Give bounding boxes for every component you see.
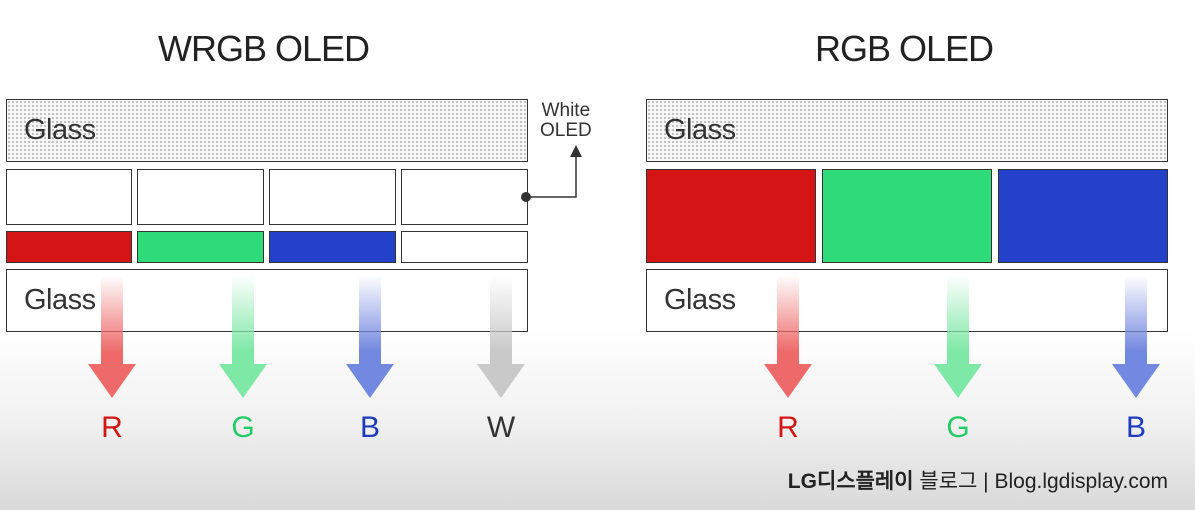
rgb-subpixel-green xyxy=(822,169,992,263)
wrgb-white-oled-cell xyxy=(269,169,396,225)
arrow-shaft xyxy=(232,275,254,365)
rgb-title: RGB OLED xyxy=(815,28,994,69)
rgb-arrow-green xyxy=(934,275,982,400)
rgb-arrow-blue xyxy=(1112,275,1160,400)
wrgb-arrow-green xyxy=(219,275,267,400)
arrow-shaft xyxy=(490,275,512,365)
rgb-top-glass-label: Glass xyxy=(664,114,736,146)
wrgb-filter-green xyxy=(137,231,264,263)
arrow-head xyxy=(934,364,982,398)
arrow-head xyxy=(1112,364,1160,398)
callout-line xyxy=(526,155,577,198)
wrgb-white-oled-cell xyxy=(6,169,132,225)
arrow-shaft xyxy=(947,275,969,365)
arrow-head xyxy=(88,364,136,398)
wrgb-white-oled-cell xyxy=(401,169,528,225)
arrow-shaft xyxy=(359,275,381,365)
rgb-top-glass: Glass xyxy=(646,99,1168,162)
wrgb-filter-blue xyxy=(269,231,396,263)
wrgb-white-oled-cell xyxy=(137,169,264,225)
wrgb-bottom-glass-label: Glass xyxy=(24,284,96,316)
rgb-channel-label-b: B xyxy=(1125,411,1146,444)
rgb-subpixel-red xyxy=(646,169,816,263)
rgb-channel-label-g: G xyxy=(946,411,970,444)
watermark-brand: LG디스플레이 xyxy=(787,470,914,493)
callout-line-2: OLED xyxy=(540,120,592,141)
arrow-shaft xyxy=(1125,275,1147,365)
arrow-head xyxy=(764,364,812,398)
watermark: LG디스플레이 블로그 | Blog.lgdisplay.com xyxy=(788,465,1168,495)
rgb-arrow-red xyxy=(764,275,812,400)
wrgb-arrow-white xyxy=(477,275,525,400)
arrow-head xyxy=(477,364,525,398)
arrow-shaft xyxy=(101,275,123,365)
callout-arrowhead xyxy=(570,145,582,157)
arrow-head xyxy=(219,364,267,398)
wrgb-filter-red xyxy=(6,231,132,263)
arrow-shaft xyxy=(777,275,799,365)
wrgb-channel-label-r: R xyxy=(101,411,123,444)
watermark-suffix: 블로그 | Blog.lgdisplay.com xyxy=(913,470,1168,493)
callout-connector xyxy=(521,145,582,202)
wrgb-top-glass-label: Glass xyxy=(24,114,96,146)
rgb-bottom-glass-label: Glass xyxy=(664,284,736,316)
rgb-subpixel-blue xyxy=(998,169,1168,263)
wrgb-bottom-glass: Glass xyxy=(6,269,528,332)
rgb-channel-label-r: R xyxy=(777,411,799,444)
wrgb-channel-label-b: B xyxy=(359,411,380,444)
wrgb-channel-label-w: W xyxy=(486,411,516,444)
wrgb-arrow-blue xyxy=(346,275,394,400)
callout-line-1: White xyxy=(541,100,591,121)
arrow-head xyxy=(346,364,394,398)
wrgb-top-glass: Glass xyxy=(6,99,528,162)
wrgb-title: WRGB OLED xyxy=(158,28,370,69)
white-oled-callout: White OLED xyxy=(540,101,592,141)
rgb-bottom-glass: Glass xyxy=(646,269,1168,332)
wrgb-filter-white xyxy=(401,231,528,263)
wrgb-channel-label-g: G xyxy=(231,411,255,444)
wrgb-arrow-red xyxy=(88,275,136,400)
